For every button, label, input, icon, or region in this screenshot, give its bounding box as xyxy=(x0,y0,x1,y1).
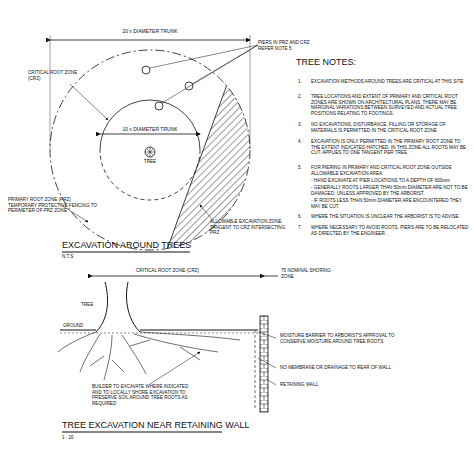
note-text: WHERE THE SITUATION IS UNCLEAR THE ARBOR… xyxy=(311,214,469,220)
note-text: WHERE NECESSARY TO AVOID ROOTS, PIERS AR… xyxy=(311,225,469,236)
note-text: FOR PIERING IN PRIMARY AND CRITICAL ROOT… xyxy=(311,165,469,176)
callout-label: ALLOWABLE EXCAVATION ZONE TANGENT TO CRZ… xyxy=(210,219,288,236)
dimension-label: 20 x DIAMETER TRUNK xyxy=(121,28,178,34)
part-label: TREE xyxy=(143,159,157,165)
note-number: 6. xyxy=(298,214,310,220)
note-text: - GENERALLY ROOTS LARGER THAN 50mm DIAME… xyxy=(311,185,469,196)
dimension-label: CRITICAL ROOT ZONE (CRZ) xyxy=(135,268,200,274)
note-text: - IF ROOTS LESS THAN 50mm DIAMETER ARE E… xyxy=(311,198,469,209)
view-title: TREE EXCAVATION NEAR RETAINING WALL xyxy=(62,420,282,431)
callout-label: PRIMARY ROOT ZONE (PRZ) TEMPORARY PROTEC… xyxy=(8,197,98,214)
note-number: 3. xyxy=(298,122,310,128)
scale-label: N.T.S xyxy=(62,254,102,260)
dimension-label: 75 NOMINAL SHORING ZONE xyxy=(280,268,342,279)
note-number: 1. xyxy=(298,79,310,85)
part-label: GROUND xyxy=(62,323,84,329)
notes-heading: TREE NOTES: xyxy=(296,57,416,68)
callout-label: MOISTURE BARRIER TO ARBORIST'S APPROVAL … xyxy=(280,333,400,344)
note-text: EXCAVATION METHODS AROUND TREES ARE CRIT… xyxy=(311,79,469,85)
note-text: - HAND EXCAVATE AT PIER LOCATIONS TO A D… xyxy=(311,178,469,184)
dimension-label: 10 x DIAMETER TRUNK xyxy=(121,126,178,132)
scale-label: 1 : 20 xyxy=(62,435,102,441)
callout-label: BUILDER TO EXCAVATE WHERE INDICATED AND … xyxy=(92,384,197,407)
part-label: TREE xyxy=(80,302,94,308)
note-text: TREE LOCATIONS AND EXTENT OF PRIMARY AND… xyxy=(311,94,469,117)
note-text: EXCAVATION IS ONLY PERMITTED IN THE PRIM… xyxy=(311,139,469,156)
view-title: EXCAVATION AROUND TREES xyxy=(62,240,212,251)
note-number: 2. xyxy=(298,94,310,100)
note-number: 5. xyxy=(298,165,310,171)
note-text: NO EXCAVATIONS, DISTURBANCE, FILLING OR … xyxy=(311,122,469,133)
note-number: 7. xyxy=(298,225,310,231)
callout-label: NO MEMBRANE OR DRAINAGE TO REAR OF WALL xyxy=(280,365,420,371)
callout-label: CRITICAL ROOT ZONE (CRZ) xyxy=(28,70,83,81)
note-number: 4. xyxy=(298,139,310,145)
callout-label: RETAINING WALL xyxy=(280,382,360,388)
callout-label: PIERS IN PRZ AND CRZ REFER NOTE 5 xyxy=(258,40,318,51)
